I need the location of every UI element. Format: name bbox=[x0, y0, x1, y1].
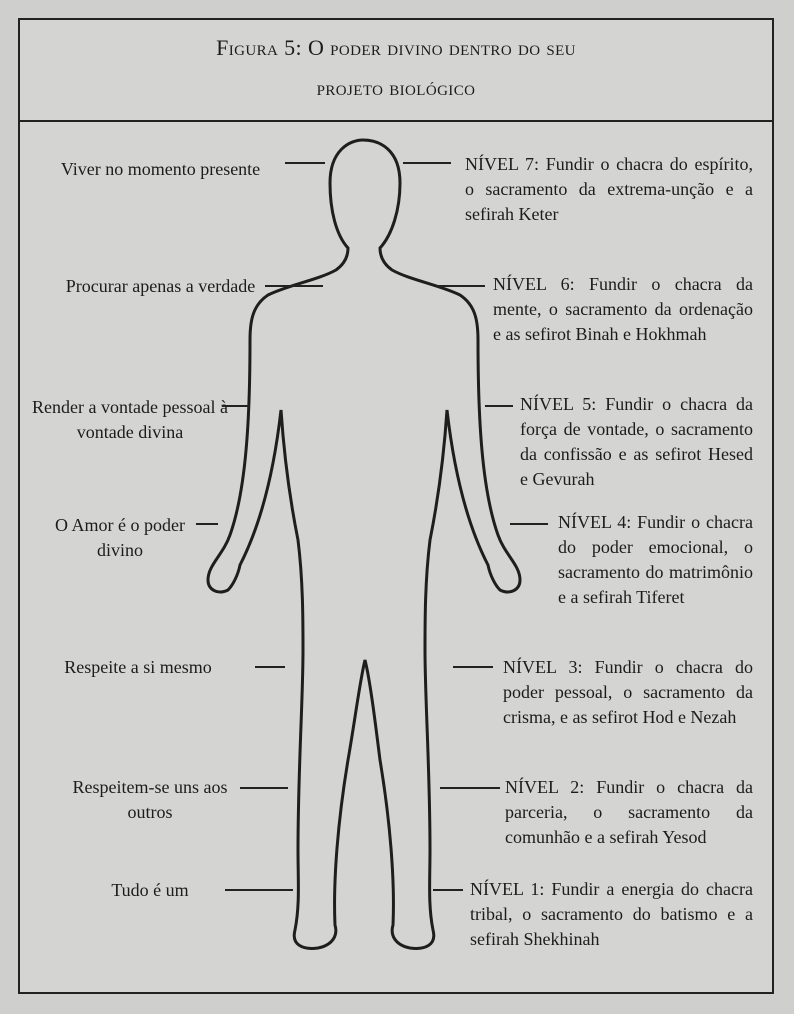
title-line-2: projeto biológico bbox=[316, 75, 476, 100]
connector-right-4 bbox=[510, 523, 548, 525]
connector-right-3 bbox=[453, 666, 493, 668]
right-label-level-2: NÍVEL 2: Fundir o chacra da parceria, o … bbox=[505, 777, 753, 847]
left-label-level-7: Viver no momento presente bbox=[60, 159, 261, 179]
connector-right-6 bbox=[437, 285, 485, 287]
connector-left-5 bbox=[222, 405, 250, 407]
connector-left-7 bbox=[285, 162, 325, 164]
connector-right-2 bbox=[440, 787, 500, 789]
left-label-level-5: Render a vontade pessoal à vontade divin… bbox=[32, 397, 228, 442]
connector-left-6 bbox=[265, 285, 323, 287]
right-label-level-1: NÍVEL 1: Fundir a energia do chacra trib… bbox=[470, 879, 753, 949]
figure-title: Figura 5: O poder divino dentro do seu p… bbox=[18, 28, 774, 108]
title-line-1: Figura 5: O poder divino dentro do seu bbox=[216, 35, 576, 60]
connector-right-7 bbox=[403, 162, 451, 164]
connector-left-1 bbox=[225, 889, 293, 891]
connector-left-3 bbox=[255, 666, 285, 668]
left-label-level-1: Tudo é um bbox=[111, 880, 189, 900]
right-label-level-6: NÍVEL 6: Fundir o chacra da mente, o sac… bbox=[493, 274, 753, 344]
left-label-level-3: Respeite a si mesmo bbox=[64, 657, 212, 677]
connector-right-5 bbox=[485, 405, 513, 407]
figure-frame bbox=[18, 18, 774, 994]
connector-left-2 bbox=[240, 787, 288, 789]
left-label-level-4: O Amor é o poder divino bbox=[55, 515, 185, 560]
right-label-level-5-text: NÍVEL 5: Fundir o chacra da força de von… bbox=[520, 394, 753, 489]
connector-right-1 bbox=[433, 889, 463, 891]
right-label-level-3: NÍVEL 3: Fundir o chacra do poder pessoa… bbox=[503, 657, 753, 727]
title-divider bbox=[18, 120, 774, 122]
left-label-level-2: Respeitem-se uns aos outros bbox=[72, 777, 228, 822]
connector-left-4 bbox=[196, 523, 218, 525]
right-label-level-7: NÍVEL 7: Fundir o chacra do espírito, o … bbox=[465, 154, 753, 224]
left-label-level-6: Procurar apenas a verdade bbox=[65, 276, 256, 296]
right-label-level-4: NÍVEL 4: Fundir o chacra do poder emocio… bbox=[558, 512, 753, 607]
